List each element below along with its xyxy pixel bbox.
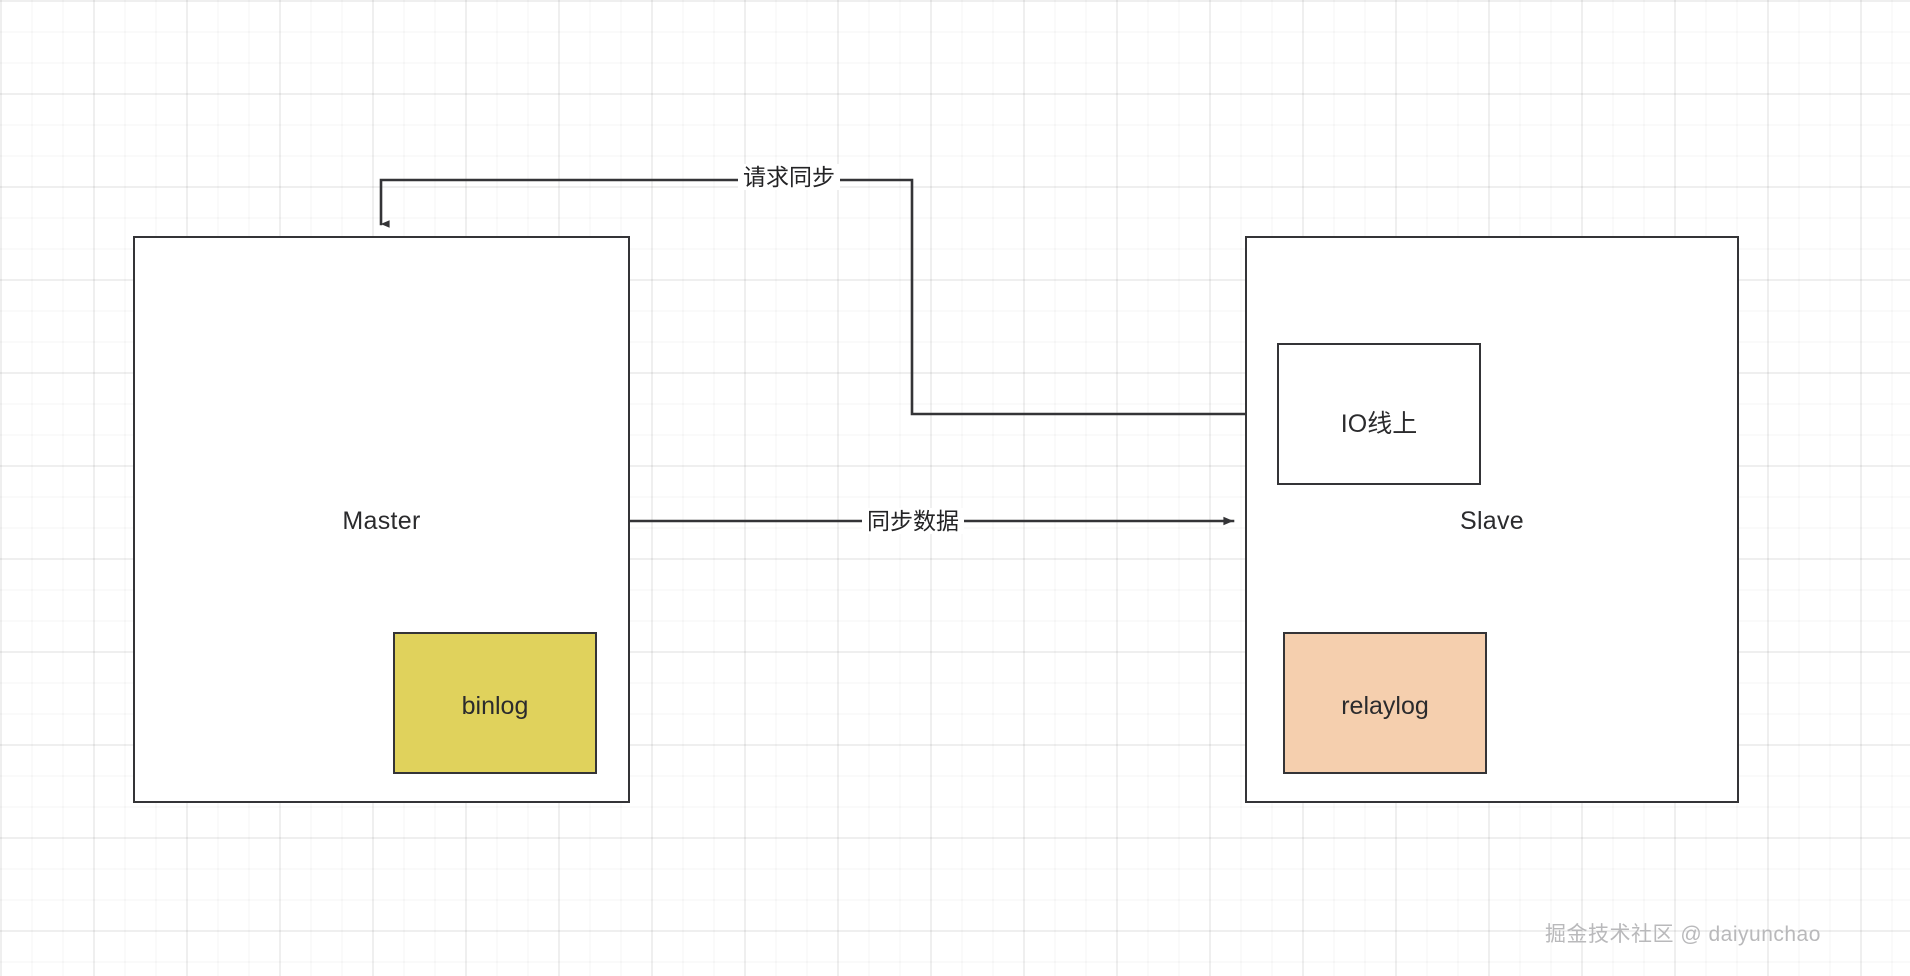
edge-label-sync-data: 同步数据	[862, 508, 964, 534]
node-io-thread[interactable]: IO线上	[1277, 343, 1481, 485]
node-binlog[interactable]: binlog	[393, 632, 597, 774]
watermark: 掘金技术社区 @ daiyunchao	[1545, 923, 1821, 946]
edge-label-request-sync: 请求同步	[738, 164, 840, 190]
node-io-thread-label: IO线上	[1340, 410, 1418, 438]
node-relaylog-label: relaylog	[1341, 692, 1429, 720]
node-master-label: Master	[342, 507, 421, 535]
node-slave-label: Slave	[1459, 507, 1525, 535]
node-binlog-label: binlog	[461, 692, 529, 720]
node-relaylog[interactable]: relaylog	[1283, 632, 1487, 774]
